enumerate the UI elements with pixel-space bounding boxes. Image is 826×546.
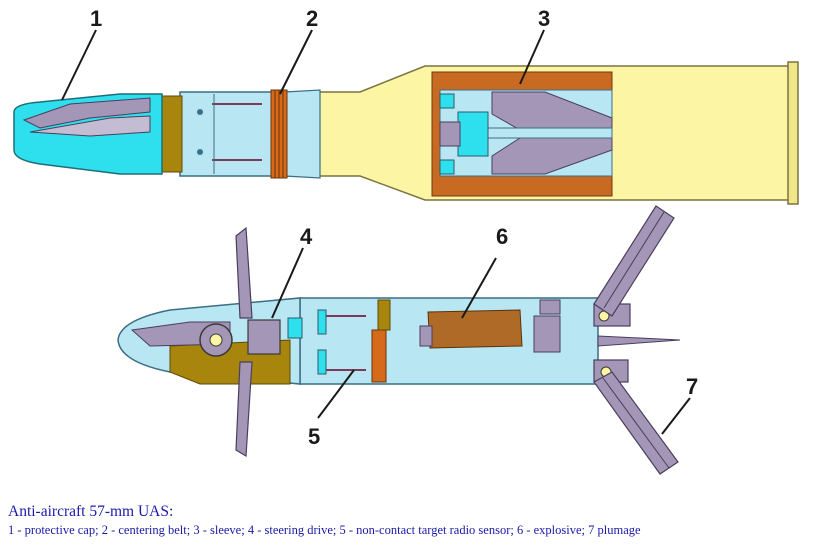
tail-needle bbox=[597, 335, 681, 347]
callout-2: 2 bbox=[306, 6, 318, 31]
tail-plate-top bbox=[439, 93, 455, 109]
plumage-fin-upper-rib bbox=[603, 211, 665, 309]
leader-3 bbox=[519, 29, 545, 85]
complete-cartridge bbox=[13, 61, 799, 205]
leader-6 bbox=[461, 257, 497, 319]
leader-5 bbox=[317, 369, 355, 419]
radio-sensor-lower bbox=[317, 349, 327, 375]
callout-6: 6 bbox=[496, 224, 508, 249]
cap-inner-lower bbox=[29, 115, 151, 137]
tail-hub bbox=[457, 111, 489, 157]
tail-rod bbox=[477, 127, 613, 139]
callout-7: 7 bbox=[686, 374, 698, 399]
callout-5: 5 bbox=[308, 424, 320, 449]
plumage-fin-upper bbox=[593, 205, 675, 317]
ammunition-diagram: 1 2 3 4 5 6 7 bbox=[13, 6, 799, 475]
rear-block bbox=[533, 315, 561, 353]
belt-lower bbox=[371, 329, 387, 383]
leader-7 bbox=[661, 397, 691, 435]
explosive-charge bbox=[427, 309, 523, 349]
body-pin-lower bbox=[197, 149, 203, 155]
body-pin-upper bbox=[197, 109, 203, 115]
callouts: 1 2 3 4 5 6 7 bbox=[61, 6, 698, 449]
tail-plate-bottom bbox=[439, 159, 455, 175]
body-neck bbox=[284, 89, 321, 179]
callout-3: 3 bbox=[538, 6, 550, 31]
caption-title: Anti-aircraft 57-mm UAS: bbox=[8, 503, 174, 520]
explosive-cap bbox=[419, 325, 433, 347]
callout-4: 4 bbox=[300, 224, 313, 249]
tail-bolt bbox=[439, 121, 461, 147]
canard-fin-top bbox=[235, 226, 253, 319]
callout-1: 1 bbox=[90, 6, 102, 31]
caption-legend: 1 - protective cap; 2 - centering belt; … bbox=[8, 523, 641, 537]
plumage-fin-lower-rib bbox=[602, 377, 670, 469]
cap-inner-mechanism bbox=[22, 97, 151, 129]
belt-lower-gold bbox=[377, 299, 391, 331]
deployed-projectile bbox=[117, 205, 681, 475]
rear-block-top bbox=[539, 299, 561, 315]
steering-drive bbox=[199, 317, 303, 357]
centering-belt bbox=[270, 89, 288, 179]
leader-1 bbox=[61, 29, 97, 101]
radio-sensor-upper bbox=[317, 309, 327, 335]
canard-fin-bottom bbox=[235, 361, 253, 458]
case-rim bbox=[787, 61, 799, 205]
leader-4 bbox=[271, 247, 304, 319]
brass-ring bbox=[159, 95, 183, 173]
leader-2 bbox=[279, 29, 313, 95]
